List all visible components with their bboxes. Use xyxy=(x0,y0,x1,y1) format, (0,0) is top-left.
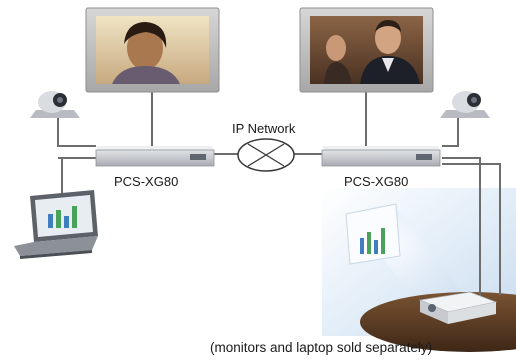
projector-icon xyxy=(418,291,498,324)
codec-right-label: PCS-XG80 xyxy=(344,174,409,189)
cables xyxy=(57,90,501,300)
codec-left-label: PCS-XG80 xyxy=(114,174,179,189)
projected-chart xyxy=(345,203,401,265)
codec-right xyxy=(321,146,441,167)
network-label: IP Network xyxy=(232,121,296,136)
camera-right-icon xyxy=(440,91,490,118)
codec-left xyxy=(95,146,215,167)
camera-left-icon xyxy=(30,91,80,118)
monitor-left xyxy=(85,7,220,93)
network-cloud-icon xyxy=(237,138,295,172)
footnote: (monitors and laptop sold separately) xyxy=(210,340,433,355)
monitor-right xyxy=(299,7,434,93)
projection-scene xyxy=(322,188,516,352)
laptop-icon xyxy=(14,190,98,259)
